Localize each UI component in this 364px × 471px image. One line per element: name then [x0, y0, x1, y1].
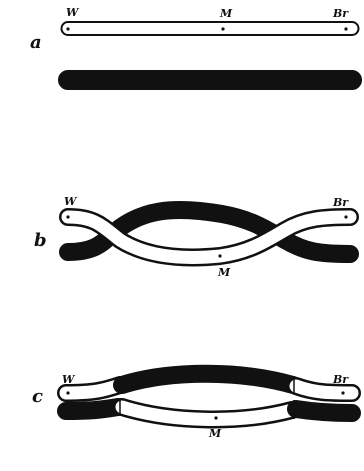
panel-a-marker-br-label: Br: [332, 7, 349, 20]
panel-b-marker-w-label: W: [64, 195, 78, 208]
panel-a-marker-m-dot: [221, 27, 224, 30]
panel-c-bottom-right-black: [296, 409, 352, 413]
panel-c-label: c: [32, 386, 43, 407]
panel-a-marker-br-dot: [344, 27, 347, 30]
panel-b-marker-w-dot: [66, 215, 69, 218]
panel-c: c W M Br: [32, 373, 352, 440]
panel-b-marker-m-label: M: [217, 266, 231, 279]
panel-b-label: b: [34, 230, 47, 251]
panel-a-marker-m-label: M: [219, 7, 233, 20]
panel-c-marker-m-dot: [214, 416, 217, 419]
panel-a-white-chromosome: [62, 22, 359, 35]
panel-b: b W M Br: [34, 195, 350, 279]
panel-c-marker-w-dot: [66, 391, 69, 394]
panel-b-marker-br-label: Br: [332, 196, 349, 209]
panel-b-marker-m-dot: [218, 254, 221, 257]
panel-a-marker-w-label: W: [66, 6, 80, 19]
panel-c-marker-w-label: W: [62, 373, 76, 386]
panel-c-top-black-middle: [122, 374, 293, 385]
panel-a: a W M Br: [30, 6, 361, 89]
panel-c-marker-m-label: M: [208, 427, 222, 440]
panel-c-marker-br-label: Br: [332, 373, 349, 386]
panel-a-black-chromosome: [59, 71, 361, 89]
panel-a-marker-w-dot: [66, 27, 69, 30]
panel-a-label: a: [30, 32, 42, 53]
panel-b-marker-br-dot: [344, 215, 347, 218]
panel-b-black-chromosome-right: [285, 240, 350, 254]
panel-c-bottom-white-middle: [122, 407, 292, 419]
panel-c-bottom-left-black: [66, 407, 118, 411]
panel-c-marker-br-dot: [341, 391, 344, 394]
